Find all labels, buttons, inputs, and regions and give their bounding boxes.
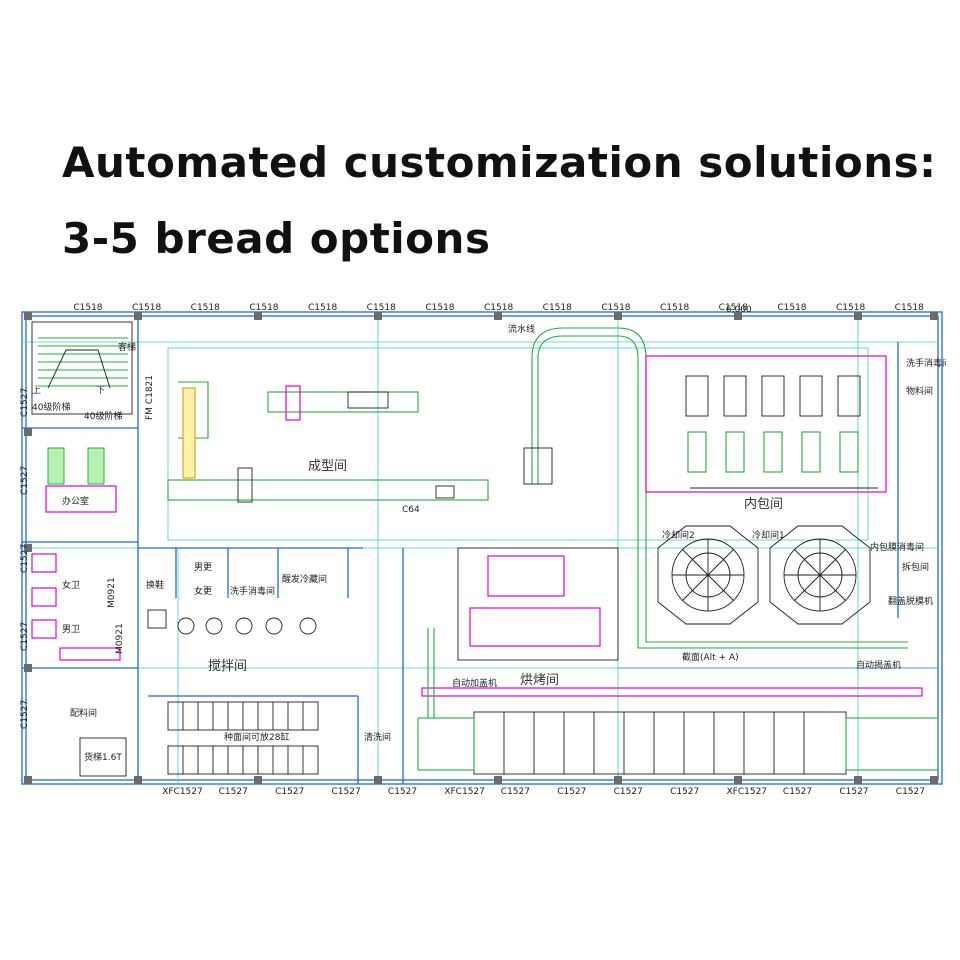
bottom-window-labels: XFC1527 C1527 C1527 C1527 C1527 XFC1527 C1527 C… <box>162 787 925 797</box>
tunnel-oven <box>417 628 939 775</box>
window-label: C1518 <box>543 303 572 313</box>
cooling-room-2-label: 冷却间2 <box>662 529 695 541</box>
window-label: C1527 <box>20 622 30 651</box>
window-label: C1527 <box>670 787 699 797</box>
heading-line-1: Automated customization solutions: <box>62 138 937 187</box>
window-label: C1518 <box>425 303 454 313</box>
door-label-1: M0921 <box>107 577 117 608</box>
window-label: XFC1527 <box>162 787 203 797</box>
window-label: C1527 <box>20 700 30 729</box>
changing-room-label: 女更 <box>194 585 212 597</box>
office-furniture <box>45 447 117 513</box>
transfer-belt <box>523 327 908 649</box>
hand-wash-label: 洗手消毒间 <box>230 585 275 597</box>
mixers <box>147 609 317 635</box>
dimension-label: 6,000 <box>726 305 752 315</box>
forming-line <box>167 381 489 503</box>
forming-room-label: 成型间 <box>308 459 347 474</box>
window-label: C1518 <box>249 303 278 313</box>
cooling-spirals <box>657 525 871 625</box>
top-window-labels: C1518 C1518 C1518 C1518 C1518 C1518 C1518 C1518… <box>73 303 924 313</box>
heading-line-2: 3-5 bread options <box>62 214 491 263</box>
womens-restroom-label: 女卫 <box>62 579 80 591</box>
auto-lid-label: 自动加盖机 <box>452 677 497 689</box>
window-label: C1527 <box>501 787 530 797</box>
shoe-change-label: 换鞋 <box>146 579 164 591</box>
window-label: C1518 <box>191 303 220 313</box>
fire-door-label: FM C1821 <box>145 375 155 420</box>
window-label: C1527 <box>332 787 361 797</box>
pre-change-label: 男更 <box>194 562 212 573</box>
stairs-down-label: 下 <box>96 386 105 396</box>
lift-label: 客梯 <box>118 341 136 353</box>
window-label: C1518 <box>836 303 865 313</box>
window-label: C1518 <box>660 303 689 313</box>
cooling-room-1-label: 冷却间1 <box>752 529 785 541</box>
restroom-fixtures <box>31 553 121 661</box>
mens-restroom-label: 男卫 <box>62 624 80 635</box>
mixing-room-label: 搅拌间 <box>208 658 247 674</box>
window-label: C1527 <box>614 787 643 797</box>
window-label: C1518 <box>367 303 396 313</box>
utility-room-label: 清洗间 <box>364 731 391 743</box>
window-label: C1527 <box>783 787 812 797</box>
baking-room-label: 烘烤间 <box>520 673 559 688</box>
flip-cover-label: 翻盖脱模机 <box>888 595 933 607</box>
inner-packing-label: 内包间 <box>744 496 783 512</box>
window-label: C1518 <box>895 303 924 313</box>
window-label: C1527 <box>896 787 925 797</box>
elevator-label: 货梯1.6T <box>84 751 122 763</box>
window-label: XFC1527 <box>727 787 768 797</box>
window-label: C1527 <box>275 787 304 797</box>
window-label: C1518 <box>777 303 806 313</box>
staircase <box>31 321 133 415</box>
window-label: C1527 <box>20 466 30 495</box>
proof-room-label: 种面间可放28缸 <box>224 731 289 743</box>
window-label: XFC1527 <box>444 787 485 797</box>
window-label: C1518 <box>132 303 161 313</box>
window-label: C1518 <box>73 303 102 313</box>
proofing-racks <box>167 701 319 775</box>
belt-label: 流水线 <box>508 323 535 335</box>
baking-trays <box>457 547 619 661</box>
window-label: C1518 <box>719 303 748 313</box>
freight-elevator <box>79 737 127 777</box>
interior-walls <box>22 312 938 784</box>
fermentation-label: 醒发冷藏间 <box>282 573 327 585</box>
stairs-up-label: 上 <box>32 385 41 396</box>
door-label-2: M0921 <box>115 623 125 654</box>
window-label: C1527 <box>219 787 248 797</box>
material-room-label: 物料间 <box>906 385 933 397</box>
stairs-steps-label: 40级阶梯 <box>32 401 70 413</box>
window-label: C1527 <box>839 787 868 797</box>
structural-columns <box>24 312 938 784</box>
window-label: C1527 <box>20 388 30 417</box>
section-view-label: 截面(Alt + A) <box>682 651 739 663</box>
storage-label: 拆包间 <box>902 561 929 573</box>
factory-floor-plan: 上 下 40级阶梯 40级阶梯 客梯 办公室 女卫 男卫 M0921 M0921… <box>20 303 946 797</box>
packing-machines <box>645 355 887 493</box>
window-label: C1527 <box>20 544 30 573</box>
film-room-label: 内包膜消毒间 <box>870 541 924 553</box>
office-label: 办公室 <box>62 495 89 507</box>
window-label: C1527 <box>388 787 417 797</box>
window-label: C1518 <box>484 303 513 313</box>
window-label: C1518 <box>308 303 337 313</box>
window-label: C1518 <box>601 303 630 313</box>
mixer-code-label: C64 <box>402 505 420 515</box>
window-label: C1527 <box>557 787 586 797</box>
batching-room-label: 配料间 <box>70 707 97 719</box>
auto-unlid-label: 自动揭盖机 <box>856 659 901 671</box>
hand-wash-2-label: 洗手消毒间 <box>906 357 946 369</box>
stairs-steps-label-2: 40级阶梯 <box>84 410 122 422</box>
